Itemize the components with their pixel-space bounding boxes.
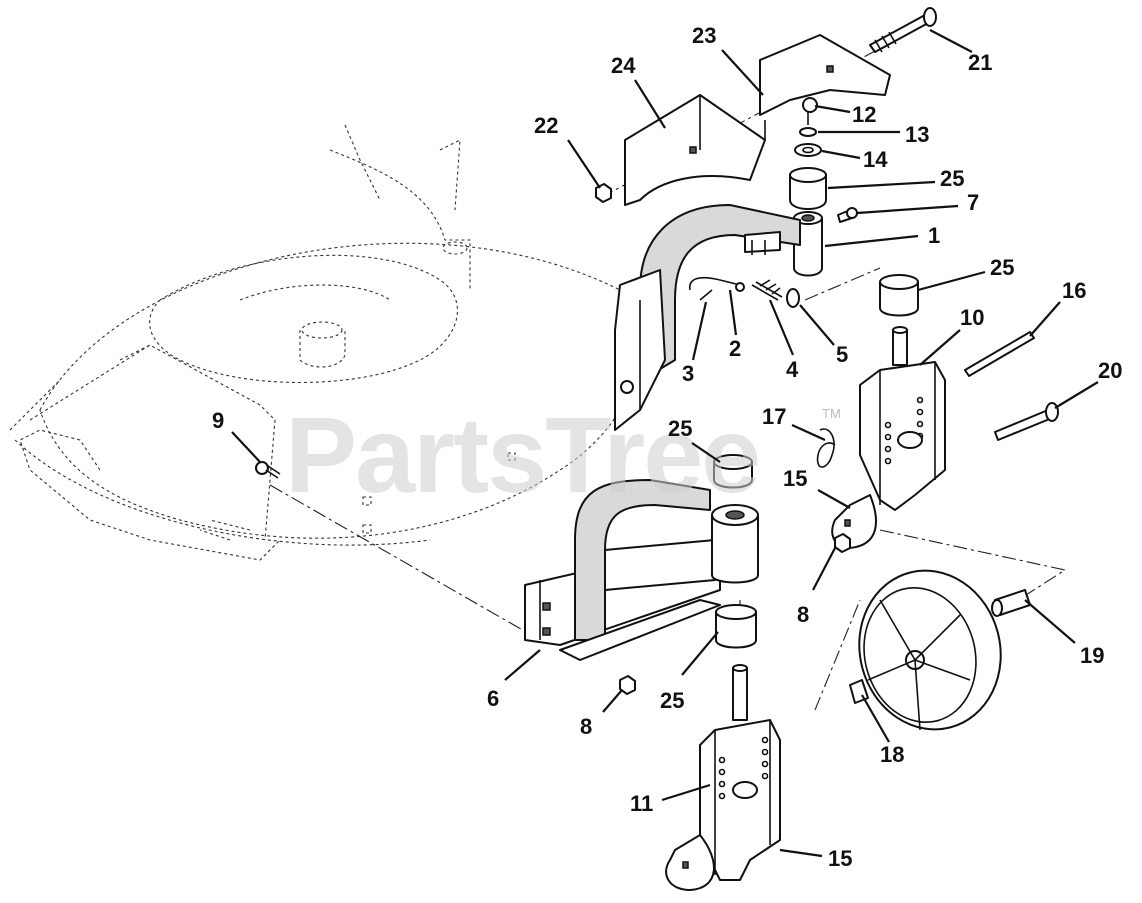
callout-14: 14 (863, 147, 888, 172)
callout-3: 3 (682, 361, 694, 386)
callout-16: 16 (1062, 278, 1086, 303)
callout-12: 12 (852, 102, 876, 127)
wheel (849, 569, 1002, 731)
bracket-part-24 (624, 94, 766, 206)
callout-8-front: 8 (580, 714, 592, 739)
callout-6: 6 (487, 686, 499, 711)
pivot-stack (789, 97, 858, 277)
axle-rods (964, 331, 1059, 441)
fasteners (255, 183, 851, 695)
mower-deck-outline (9, 124, 641, 561)
callout-17: 17 (762, 404, 786, 429)
caster-yoke-part-10 (859, 326, 946, 511)
callout-9: 9 (212, 408, 224, 433)
callout-11: 11 (630, 791, 653, 816)
callout-23: 23 (692, 23, 716, 48)
callout-15-right: 15 (783, 466, 807, 491)
watermark-text: PartsTree (285, 394, 759, 515)
callout-18: 18 (880, 742, 904, 767)
callout-4: 4 (786, 357, 799, 382)
callout-5: 5 (836, 342, 848, 367)
callout-19: 19 (1080, 643, 1104, 668)
callout-13: 13 (905, 122, 929, 147)
callout-25-lower-front: 25 (660, 688, 684, 713)
callout-24: 24 (611, 53, 636, 78)
callout-25-top: 25 (940, 166, 964, 191)
plate-part-23 (759, 34, 891, 116)
callout-labels: 1 2 3 4 5 6 7 8 8 9 10 11 12 13 14 15 15… (212, 23, 1122, 871)
clip-part-17 (816, 428, 836, 468)
callout-15-front: 15 (828, 846, 852, 871)
hook-part-15-front (665, 834, 715, 891)
pin-part-19 (991, 589, 1031, 617)
caster-yoke-part-11 (699, 664, 781, 881)
handle-part-6 (524, 479, 759, 661)
callout-2: 2 (729, 336, 741, 361)
watermark: PartsTree TM (285, 394, 841, 515)
callout-25-right: 25 (990, 255, 1014, 280)
callout-22: 22 (534, 113, 558, 138)
pin-spring-washer (689, 276, 800, 308)
callout-21: 21 (968, 50, 992, 75)
callout-1: 1 (928, 223, 940, 248)
bushing-25-right (879, 274, 919, 317)
callout-8-right: 8 (797, 602, 809, 627)
callout-25-upper-front: 25 (668, 416, 692, 441)
handle-part-1 (614, 204, 801, 431)
callout-20: 20 (1098, 358, 1122, 383)
watermark-trademark: TM (822, 406, 841, 421)
bolt-part-21 (869, 7, 937, 53)
callout-10: 10 (960, 305, 984, 330)
callout-7: 7 (967, 190, 979, 215)
bushing-25-front (713, 454, 757, 649)
callout-leaders (231, 29, 1099, 858)
